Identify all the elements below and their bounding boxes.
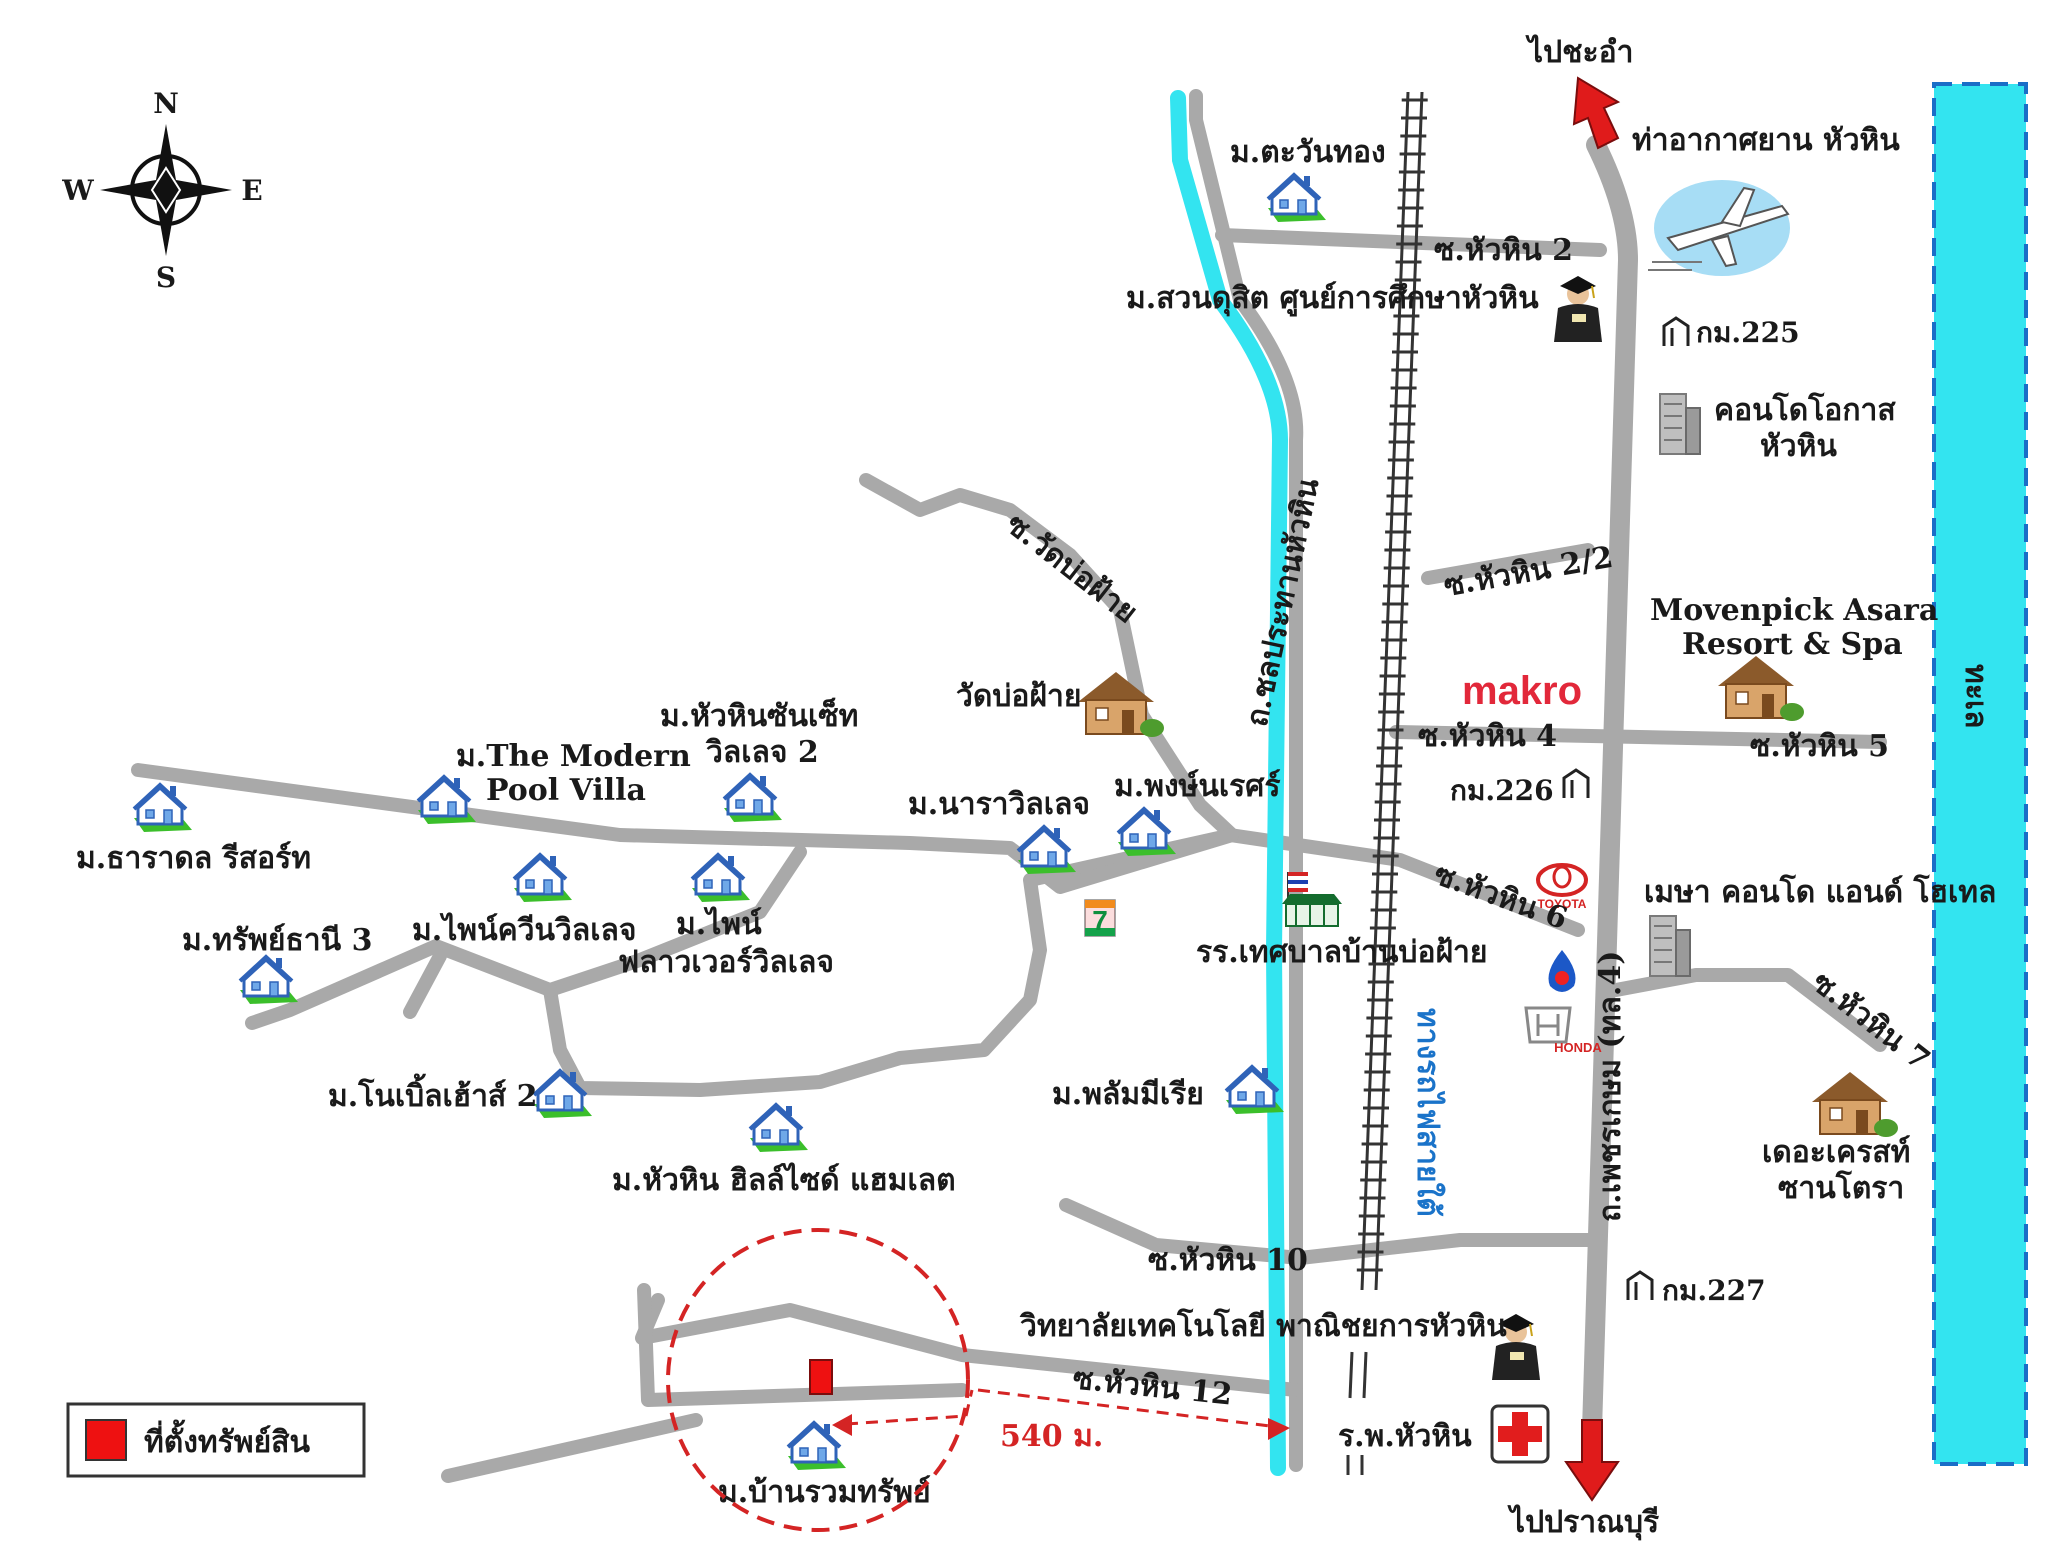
legend-box: ที่ตั้งทรัพย์สิน <box>66 1402 366 1478</box>
north-direction-arrow <box>1572 76 1621 150</box>
honda-label: HONDA <box>1554 1040 1602 1055</box>
hillside-label: ม.หัวหิน ฮิลล์ไซด์ แฮมเลต <box>612 1162 956 1198</box>
property-area-circle <box>666 1228 970 1532</box>
property-marker <box>809 1359 833 1395</box>
pine-flower-label-line2: ฟลาวเวอร์วิลเลจ <box>618 945 834 980</box>
soi-7-label: ซ.หัวหิน 7 <box>1805 965 1936 1078</box>
pine-green-label: ม.ไพน์ควีนวิลเลจ <box>412 912 636 948</box>
movenpick-resort-icon <box>1717 655 1805 722</box>
railway-label: ทางรถไฟสายใต้ <box>1410 1008 1446 1217</box>
to-pranburi-label: ไปปราณบุรี <box>1507 1504 1659 1541</box>
soi-4-label: ซ.หัวหิน 4 <box>1418 719 1557 754</box>
ban-ruam-sap-label: ม.บ้านรวมทรัพย์ <box>718 1475 931 1510</box>
the-crest-house-icon <box>1811 1071 1899 1138</box>
seven-eleven-label: 7 <box>1092 905 1108 936</box>
distance-arrow <box>845 1388 1287 1430</box>
soi-12-label: ซ.หัวหิน 12 <box>1071 1361 1234 1413</box>
condo-okas-label-line1: คอนโดโอกาส <box>1714 391 1896 428</box>
sap-thani-label: ม.ทรัพย์ธานี 3 <box>182 923 372 958</box>
compass-north-label: N <box>153 87 179 120</box>
thara-resort-label: ม.ธาราดล รีสอร์ท <box>76 841 311 876</box>
school-icon <box>1282 872 1342 927</box>
to-cha-am-label: ไปชะอำ <box>1525 34 1633 70</box>
modern-pool-label-line1: ม.The Modern <box>456 739 691 774</box>
seven-eleven-icon <box>1084 899 1116 937</box>
tech-college-label: วิทยาลัยเทคโนโลยี พาณิชยการหัวหิน <box>1019 1307 1507 1344</box>
modern-pool-label-line2: Pool Villa <box>486 773 646 808</box>
mera-condo-label: เมษา คอนโด แอนด์ โฮเทล <box>1644 873 1996 910</box>
toyota-label: TOYOTA <box>1538 897 1587 911</box>
nara-village-house-icon <box>1016 825 1078 876</box>
pine-flower-house-icon <box>690 853 752 904</box>
huahin-sunset-label-line2: วิลเลจ 2 <box>705 735 819 770</box>
km227-label: กม.227 <box>1662 1274 1766 1307</box>
south-direction-arrow <box>1564 1419 1620 1502</box>
suan-dusit-graduate-icon <box>1553 275 1603 343</box>
compass-rose <box>100 124 232 256</box>
distance-arrow-head-left <box>832 1414 852 1436</box>
noble-house-label: ม.โนเบิ้ลเฮ้าส์ 2 <box>328 1073 538 1114</box>
canal <box>1170 90 1289 1476</box>
honda-logo-icon <box>1524 1006 1572 1044</box>
the-crest-label-line1: เดอะเครสท์ <box>1762 1135 1910 1170</box>
huahin-sunset-label-line1: ม.หัวหินซันเซ็ท <box>660 697 858 734</box>
compass-south-label: S <box>156 261 176 294</box>
wat-bo-fai-label: วัดบ่อฝ้าย <box>956 679 1081 714</box>
road-network <box>131 89 1887 1483</box>
noble-house-icon <box>532 1069 594 1120</box>
sea-label: ทะเล <box>1958 664 1993 729</box>
compass-east-label: E <box>241 174 262 207</box>
toyota-logo-icon <box>1536 863 1588 897</box>
tawan-thong-label: ม.ตะวันทอง <box>1230 135 1386 170</box>
legend-property-swatch <box>85 1419 127 1461</box>
soi-wat-bo-fai-label: ซ.วัดบ่อฝ้าย <box>999 507 1144 631</box>
movenpick-label-line1: Movenpick Asara <box>1650 593 1938 628</box>
soi-2-label: ซ.หัวหิน 2 <box>1434 233 1573 268</box>
soi-5-label: ซ.หัวหิน 5 <box>1750 729 1889 764</box>
sea-area <box>1932 82 2028 1466</box>
phong-naret-house-icon <box>1116 807 1178 858</box>
sap-thani-house-icon <box>238 955 300 1006</box>
distance-arrow-head-right <box>1268 1418 1290 1440</box>
makro-logo: makro <box>1462 669 1582 713</box>
soi-2-2-label: ซ.หัวหิน 2/2 <box>1441 540 1615 604</box>
distance-label: 540 ม. <box>1000 1419 1103 1454</box>
soi-10-label: ซ.หัวหิน 10 <box>1148 1243 1308 1278</box>
tawan-thong-house-icon <box>1266 173 1328 224</box>
modern-pool-house-icon <box>416 775 478 826</box>
ptt-station-icon <box>1548 950 1576 992</box>
mera-condo-building-icon <box>1649 915 1691 977</box>
compass-west-label: W <box>61 174 94 207</box>
the-crest-label-line2: ซานโตรา <box>1778 1169 1904 1206</box>
km227-marker-icon <box>1626 1270 1654 1302</box>
huahin-sunset-house-icon <box>722 773 784 824</box>
railway-track <box>1346 91 1428 1475</box>
thara-resort-house-icon <box>132 783 194 834</box>
movenpick-label-line2: Resort & Spa <box>1682 627 1903 662</box>
km225-label: กม.225 <box>1696 316 1800 349</box>
hospital-icon <box>1490 1404 1550 1464</box>
hospital-label: ร.พ.หัวหิน <box>1338 1419 1472 1454</box>
km225-marker-icon <box>1662 316 1690 348</box>
km226-marker-icon <box>1562 768 1590 800</box>
pine-green-house-icon <box>512 853 574 904</box>
nara-village-label: ม.นาราวิลเลจ <box>908 787 1090 822</box>
school-label: รร.เทศบาลบ้านบ่อฝ้าย <box>1196 935 1487 970</box>
hillside-house-icon <box>748 1103 810 1154</box>
km226-label: กม.226 <box>1450 774 1554 807</box>
airport-icon <box>1648 180 1790 276</box>
airport-label: ท่าอากาศยาน หัวหิน <box>1632 123 1900 158</box>
ban-ruam-sap-house-icon <box>786 1421 848 1472</box>
pine-flower-label-line1: ม.ไพน์ <box>676 906 762 942</box>
suan-dusit-label: ม.สวนดุสิต ศูนย์การศึกษาหัวหิน <box>1126 281 1539 317</box>
phong-naret-label: ม.พงษ์นเรศร์ <box>1114 769 1280 804</box>
legend-property-label: ที่ตั้งทรัพย์สิน <box>144 1419 310 1460</box>
palm-maria-label: ม.พลัมมีเรีย <box>1052 1077 1204 1112</box>
condo-okas-label-line2: หัวหิน <box>1760 429 1837 464</box>
wat-bo-fai-temple-icon <box>1077 671 1165 738</box>
condo-okas-building-icon <box>1659 393 1701 455</box>
main-highway-label: ถ.เพชรเกษม (ทล.4) <box>1593 951 1628 1222</box>
